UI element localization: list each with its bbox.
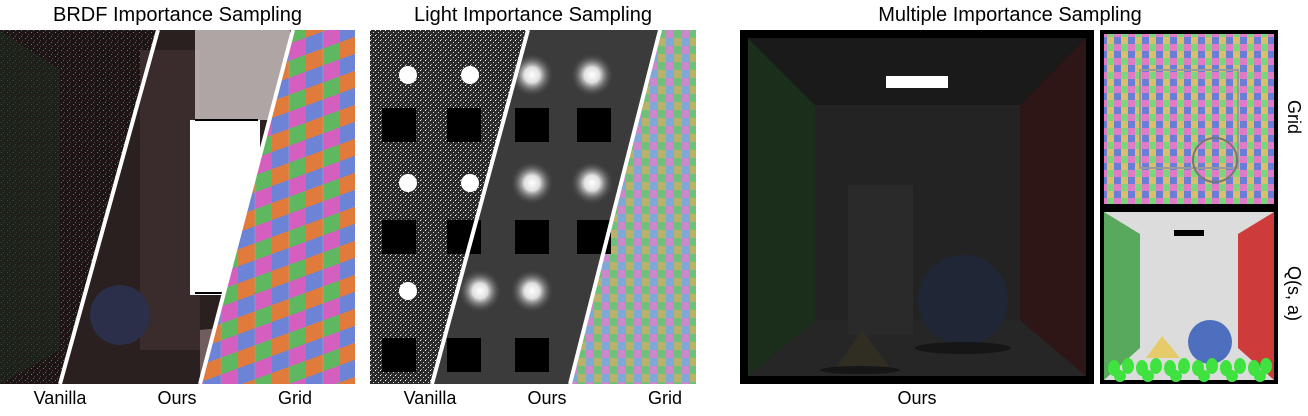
side-label-grid: Grid: [1284, 100, 1304, 135]
mis-title: Multiple Importance Sampling: [878, 4, 1142, 26]
light-title: Light Importance Sampling: [414, 4, 652, 26]
brdf-title: BRDF Importance Sampling: [53, 4, 302, 26]
brdf-image: [0, 30, 355, 384]
mis-main-image: [740, 30, 1094, 384]
brdf-label-ours: Ours: [157, 388, 197, 408]
light-label-vanilla: Vanilla: [403, 388, 457, 408]
light-label-grid: Grid: [647, 388, 682, 408]
light-label-ours: Ours: [527, 388, 567, 408]
side-label-q: Q(s, a): [1284, 266, 1304, 322]
light-image: [370, 30, 696, 384]
mis-q-image: [1100, 208, 1278, 384]
brdf-label-vanilla: Vanilla: [33, 388, 87, 408]
mis-label-ours: Ours: [897, 388, 937, 408]
mis-grid-image: [1100, 30, 1278, 208]
brdf-label-grid: Grid: [277, 388, 312, 408]
